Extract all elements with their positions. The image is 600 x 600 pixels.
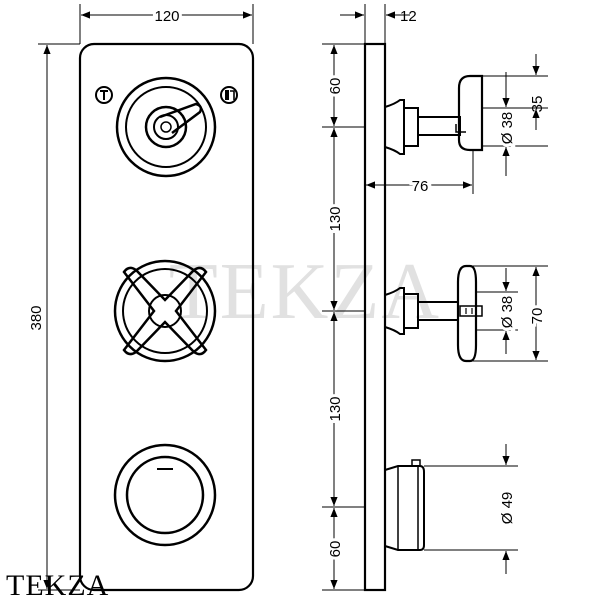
- lever-diameter-label: Ø 38: [499, 112, 516, 145]
- side-view: 12 60 130 130 60 35 Ø 38: [322, 4, 549, 592]
- brand-logo: TEKZA: [6, 569, 109, 600]
- watermark-text: TEKZA: [169, 248, 441, 336]
- plate-thickness-label: 12: [400, 8, 417, 25]
- cross-height-label: 70: [529, 308, 546, 325]
- cross-handle: [113, 259, 217, 363]
- side-plate: [363, 42, 387, 592]
- height-dimension-label: 380: [28, 305, 45, 330]
- spacing-bottom-label: 60: [327, 541, 344, 558]
- round-knob-side: [384, 459, 425, 551]
- lever-handle-side: [384, 74, 484, 155]
- round-knob: [113, 443, 217, 547]
- spacing-lower-label: 130: [327, 396, 344, 421]
- cold-symbol-icon: [95, 86, 113, 104]
- projection-label: 76: [412, 178, 429, 195]
- hot-symbol-icon: [220, 86, 238, 104]
- front-view: 120 380: [25, 4, 255, 592]
- cross-handle-side: [384, 264, 483, 363]
- cover-plate: [78, 42, 255, 592]
- knob-diameter-label: Ø 49: [499, 492, 516, 525]
- width-dimension-label: 120: [154, 8, 179, 25]
- spacing-middle-label: 130: [327, 206, 344, 231]
- lever-height-label: 35: [529, 96, 546, 113]
- cross-diameter-label: Ø 38: [499, 296, 516, 329]
- lever-handle: [95, 76, 238, 178]
- spacing-top-label: 60: [327, 78, 344, 95]
